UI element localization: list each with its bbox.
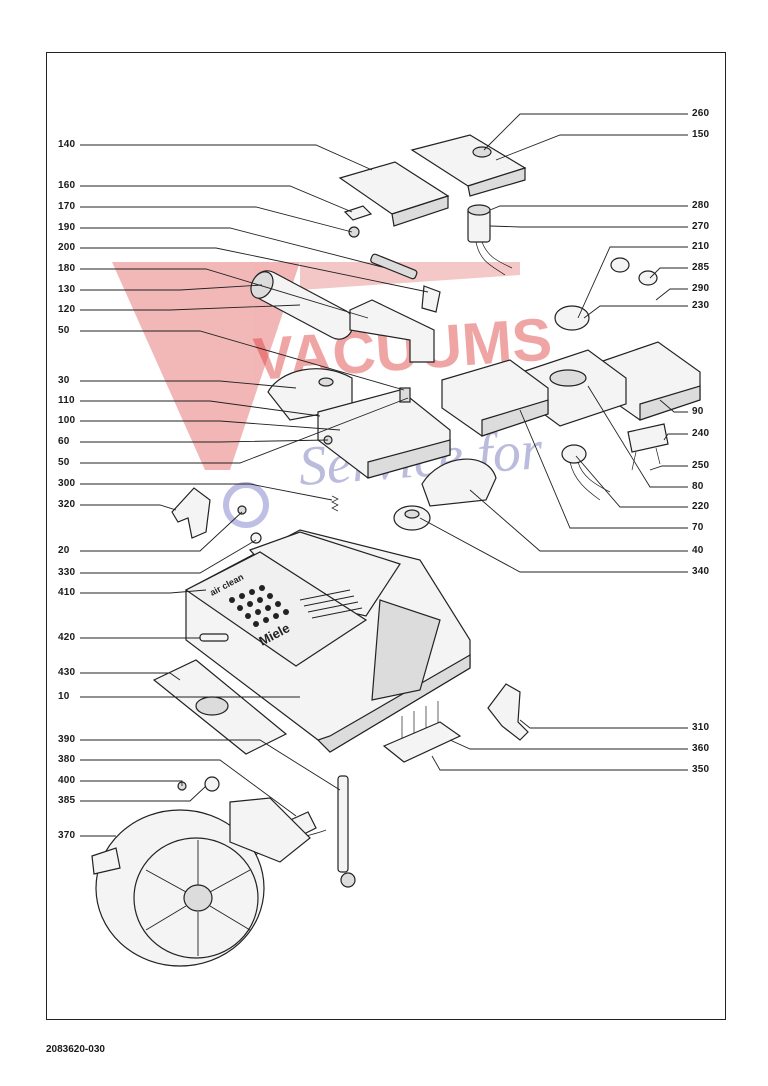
- callout-50-bottom: 50: [58, 457, 70, 468]
- callout-310: 310: [692, 722, 710, 733]
- part-390-lever: [337, 775, 356, 888]
- part-430-tray: [152, 659, 288, 755]
- part-220-capacitor: [561, 444, 611, 501]
- panel-dot-grid: [229, 585, 289, 627]
- callout-230: 230: [692, 300, 710, 311]
- callout-140: 140: [58, 139, 76, 150]
- part-70-module: [441, 359, 549, 437]
- part-420-rod: [199, 633, 229, 642]
- callout-280: 280: [692, 200, 710, 211]
- callout-60: 60: [58, 436, 70, 447]
- callout-220: 220: [692, 501, 710, 512]
- callout-200: 200: [58, 242, 76, 253]
- panel-vent-slots: [299, 589, 363, 619]
- part-260-knob: [472, 146, 492, 158]
- part-150-cover: [410, 134, 527, 197]
- callout-285: 285: [692, 262, 710, 273]
- part-140-cover: [338, 161, 450, 227]
- callout-40: 40: [692, 545, 704, 556]
- callout-320: 320: [58, 499, 76, 510]
- part-30-hood: [267, 368, 353, 421]
- callout-150: 150: [692, 129, 710, 140]
- callout-20: 20: [58, 545, 70, 556]
- document-number: 2083620-030: [46, 1044, 105, 1055]
- callout-330: 330: [58, 567, 76, 578]
- part-200-terminal: [421, 285, 441, 313]
- part-340-rotor: [393, 505, 431, 531]
- callout-190: 190: [58, 222, 76, 233]
- callout-110: 110: [58, 395, 75, 406]
- callout-210: 210: [692, 241, 710, 252]
- part-360-connector: [382, 701, 462, 763]
- callout-420: 420: [58, 632, 76, 643]
- callout-250: 250: [692, 460, 710, 471]
- callout-180: 180: [58, 263, 76, 274]
- part-20-screw: [237, 505, 247, 515]
- callout-400: 400: [58, 775, 76, 786]
- callout-10: 10: [58, 691, 70, 702]
- callout-100: 100: [58, 415, 76, 426]
- callout-70: 70: [692, 522, 704, 533]
- part-270-switch: [467, 204, 513, 276]
- callout-290: 290: [692, 283, 710, 294]
- part-40-cover: [421, 458, 497, 507]
- callout-410: 410: [58, 587, 76, 598]
- part-385-ring: [204, 776, 220, 792]
- callout-50-top: 50: [58, 325, 70, 336]
- callout-170: 170: [58, 201, 76, 212]
- watermark-circle: [223, 482, 269, 528]
- part-180-bracket: [349, 299, 435, 363]
- callout-160: 160: [58, 180, 76, 191]
- leader-lines-left: [80, 144, 429, 837]
- part-230-cap: [554, 305, 590, 331]
- callout-370: 370: [58, 830, 76, 841]
- callout-385: 385: [58, 795, 76, 806]
- part-50-spring-top: [399, 387, 411, 403]
- callout-430: 430: [58, 667, 76, 678]
- part-310-clip: [487, 683, 529, 741]
- part-410-panel: [184, 551, 368, 667]
- callout-340: 340: [692, 566, 710, 577]
- callout-260: 260: [692, 108, 710, 119]
- leader-lines-right: [419, 113, 688, 771]
- callout-300: 300: [58, 478, 76, 489]
- part-190-pin: [370, 253, 441, 313]
- callout-350: 350: [692, 764, 710, 775]
- callout-360: 360: [692, 743, 710, 754]
- part-170-screw: [348, 226, 360, 238]
- callout-130: 130: [58, 284, 76, 295]
- part-210-bulb: [610, 257, 630, 273]
- part-300-spring: [331, 495, 339, 512]
- part-160-clip: [343, 205, 373, 238]
- callout-390: 390: [58, 734, 76, 745]
- part-370-cable-reel: [91, 797, 311, 967]
- callout-30: 30: [58, 375, 70, 386]
- part-320-clip: [171, 487, 211, 539]
- callout-380: 380: [58, 754, 76, 765]
- part-285-bulb: [638, 270, 658, 286]
- callout-240: 240: [692, 428, 710, 439]
- callout-80: 80: [692, 481, 704, 492]
- part-240-suppressor: [627, 423, 669, 471]
- part-120-roller: [250, 270, 355, 340]
- watermark-v-shape: [112, 262, 300, 470]
- callout-270: 270: [692, 221, 710, 232]
- diagram-frame: [46, 52, 726, 1020]
- part-330-washer: [250, 532, 262, 544]
- callout-120: 120: [58, 304, 76, 315]
- callout-90: 90: [692, 406, 704, 417]
